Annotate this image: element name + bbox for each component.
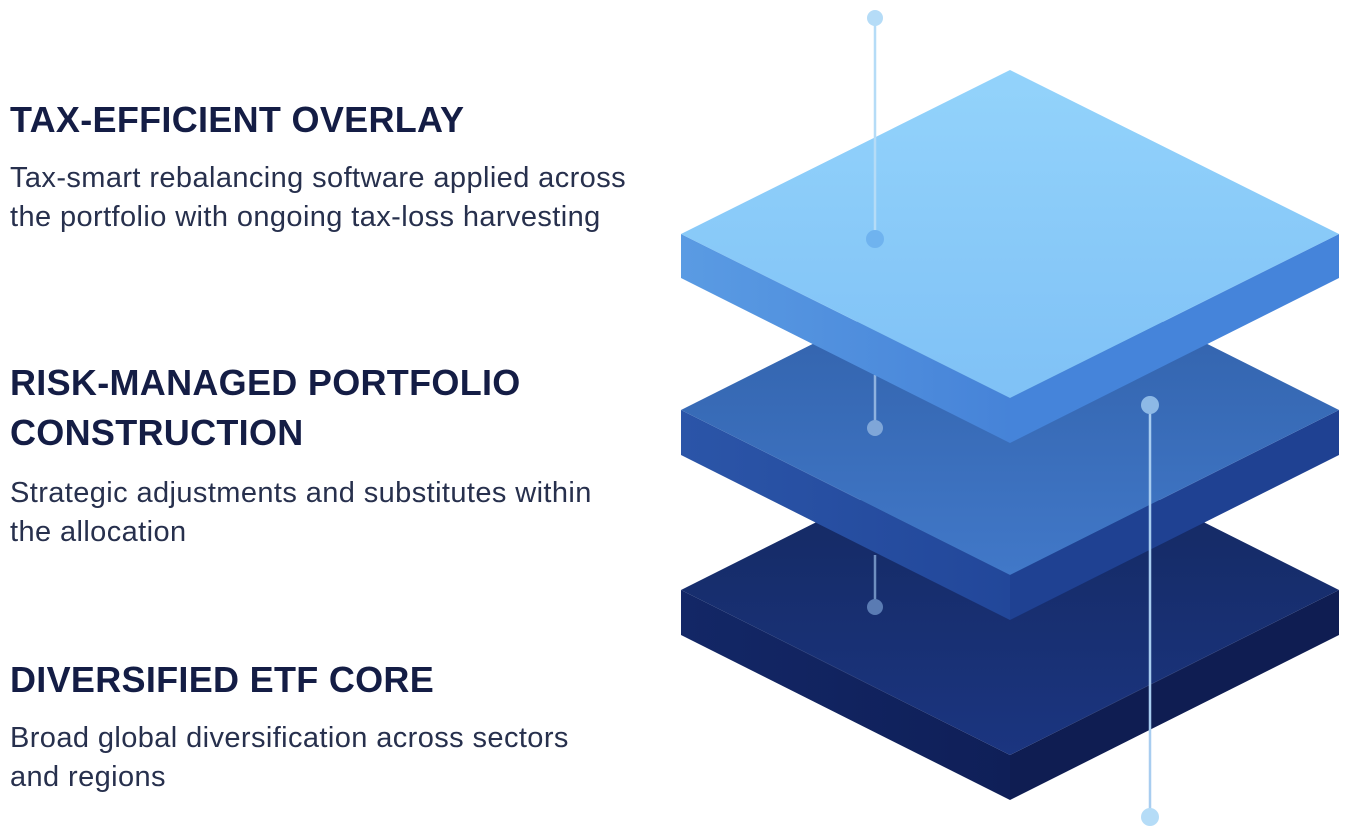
layer-top	[681, 70, 1339, 443]
connector-dot	[867, 420, 883, 436]
layer-title: DIVERSIFIED ETF CORE	[10, 659, 435, 700]
connector-dot	[1141, 396, 1159, 414]
layer-description: Tax-smart rebalancing software applied a…	[10, 162, 626, 233]
layer-title: RISK-MANAGED PORTFOLIO CONSTRUCTION	[10, 362, 521, 453]
connector-dot	[867, 599, 883, 615]
connector-dot	[867, 10, 883, 26]
connector-dot	[866, 230, 884, 248]
layer-label-risk-managed: RISK-MANAGED PORTFOLIO CONSTRUCTION Stra…	[10, 358, 650, 552]
layer-label-diversified-etf-core: DIVERSIFIED ETF CORE Broad global divers…	[10, 655, 650, 797]
layer-description: Strategic adjustments and substitutes wi…	[10, 477, 592, 548]
layer-title: TAX-EFFICIENT OVERLAY	[10, 99, 465, 140]
connector-dot	[1141, 808, 1159, 826]
layer-description: Broad global diversification across sect…	[10, 722, 569, 793]
layer-label-tax-efficient-overlay: TAX-EFFICIENT OVERLAY Tax-smart rebalanc…	[10, 95, 650, 237]
